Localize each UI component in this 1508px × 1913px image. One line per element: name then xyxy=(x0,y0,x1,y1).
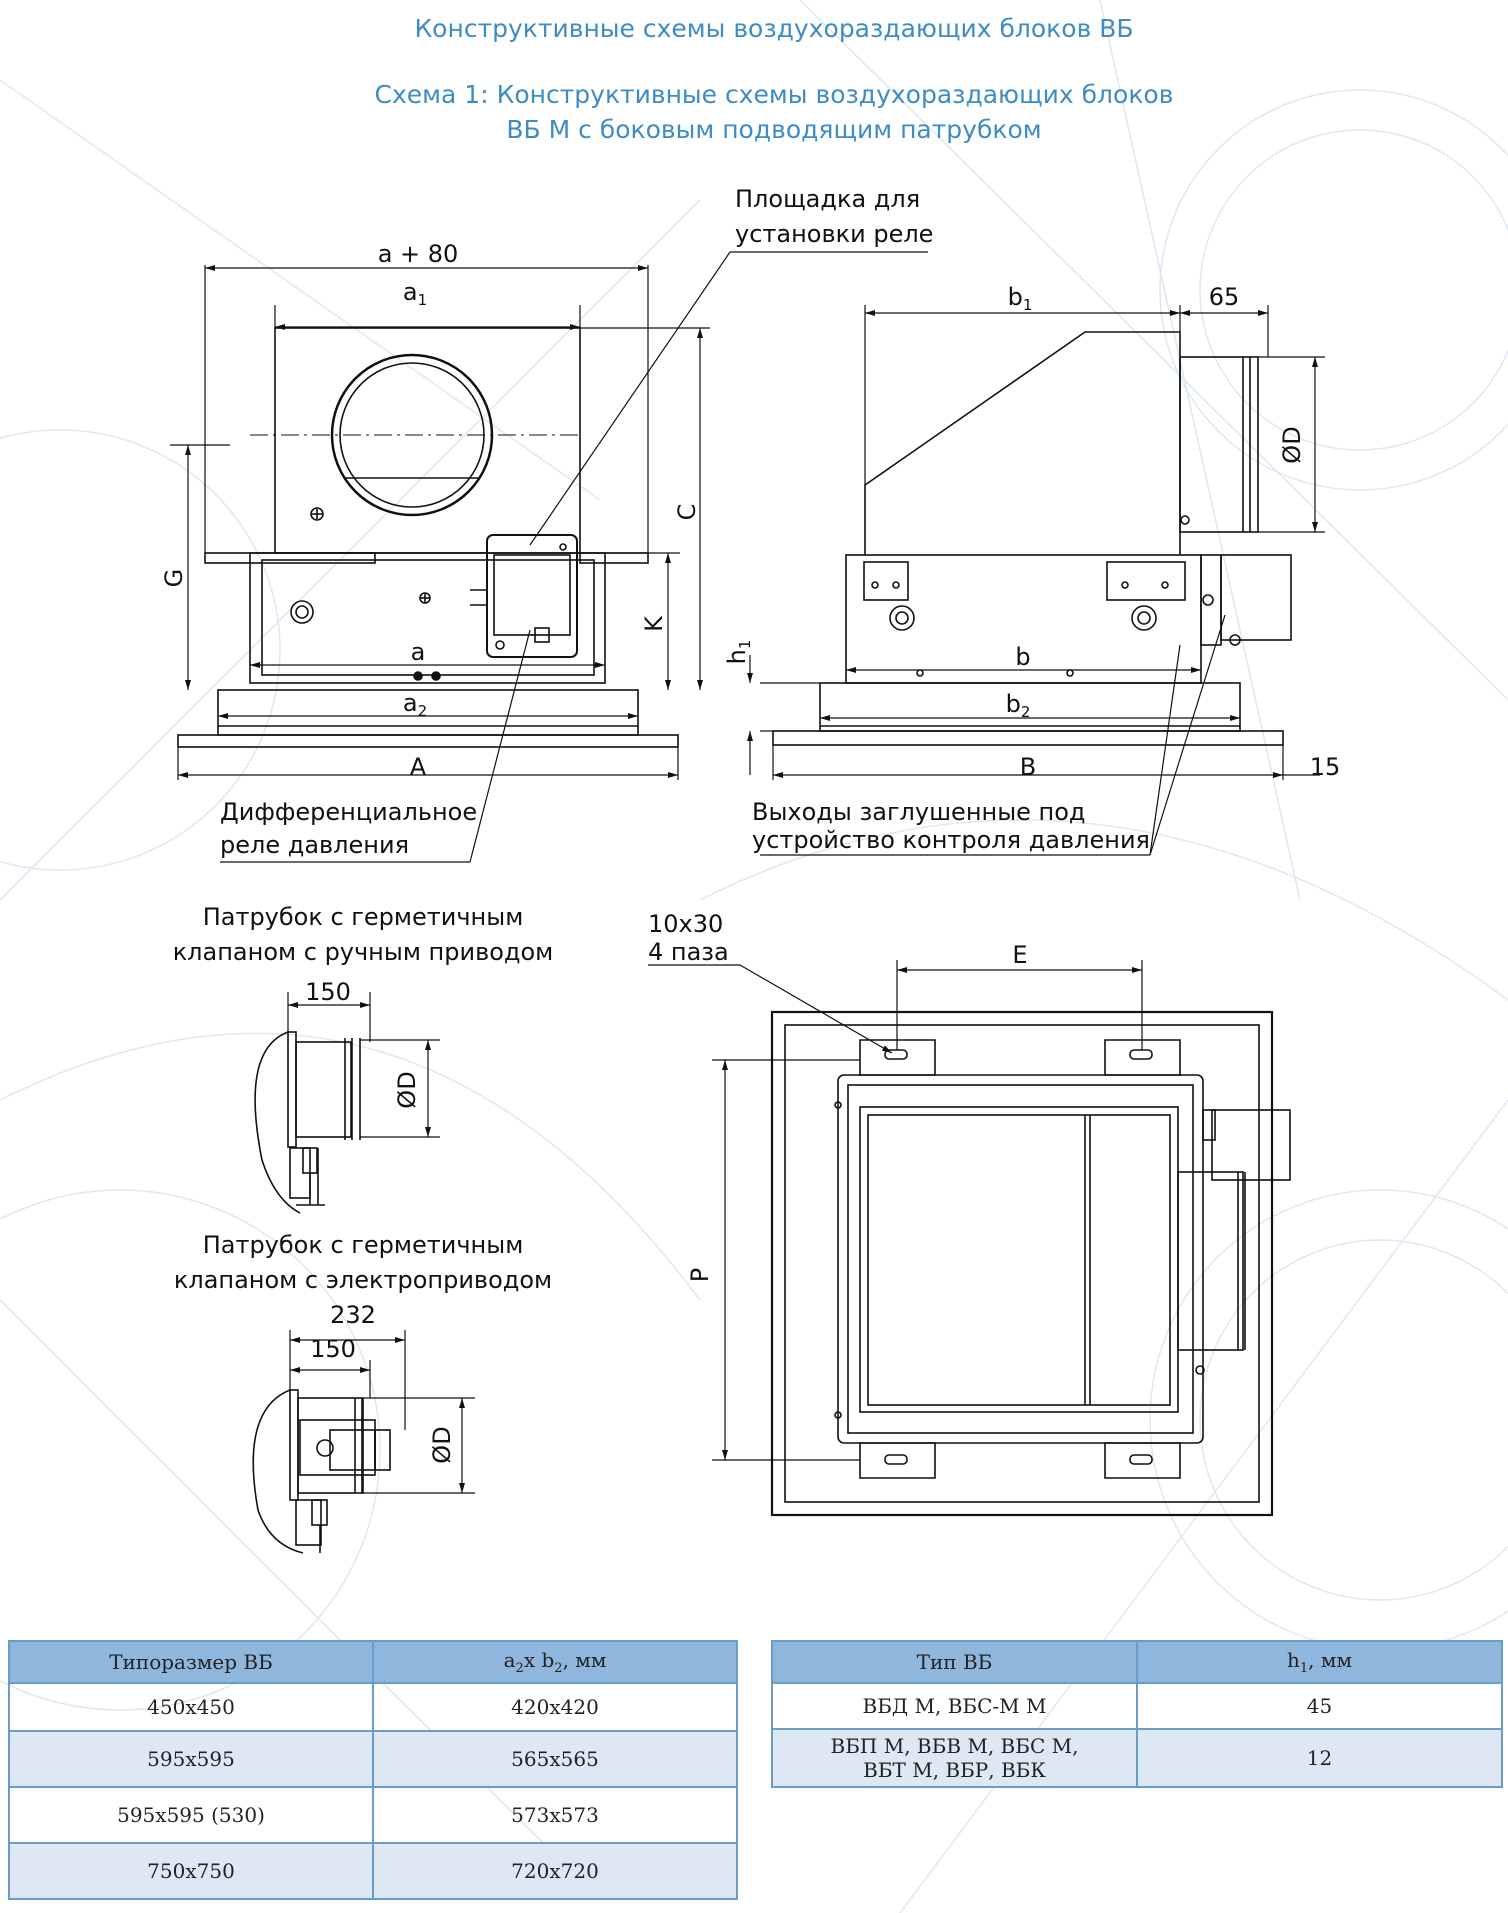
label-outlets-line2: устройство контроля давления xyxy=(752,826,1150,854)
dim-a: a xyxy=(411,638,426,666)
dim-diameter-manual: ØD xyxy=(393,1071,421,1108)
size-table-header-size: Типоразмер ВБ xyxy=(8,1640,374,1684)
dim-a-plus-80: a + 80 xyxy=(378,240,459,268)
dim-K: K xyxy=(640,615,668,632)
dim-150-manual: 150 xyxy=(305,978,351,1006)
size-table-header-a2b2: a2х b2, мм xyxy=(372,1640,738,1684)
manual-valve-dimensions xyxy=(287,992,440,1138)
side-view xyxy=(772,331,1292,746)
dim-65: 65 xyxy=(1209,283,1240,311)
table-cell-h1: 45 xyxy=(1136,1682,1503,1730)
top-dimensions xyxy=(648,960,1143,1461)
front-dimensions xyxy=(170,251,928,863)
table-cell-size: 450х450 xyxy=(8,1682,374,1732)
label-slots-line2: 4 паза xyxy=(648,938,729,966)
type-table-header-h1: h1, мм xyxy=(1136,1640,1503,1684)
label-manual-valve-line2: клапаном с ручным приводом xyxy=(173,938,554,966)
label-electric-valve-line1: Патрубок с герметичным xyxy=(203,1231,524,1259)
top-view xyxy=(770,1010,1291,1517)
label-electric-valve-line2: клапаном с электроприводом xyxy=(174,1266,552,1294)
dim-b: b xyxy=(1015,643,1030,671)
label-manual-valve-line1: Патрубок с герметичным xyxy=(203,903,524,931)
label-outlets-line1: Выходы заглушенные под xyxy=(752,798,1086,826)
table-cell-size: 750х750 xyxy=(8,1842,374,1900)
dim-b1: b1 xyxy=(1008,283,1033,314)
table-cell-type: ВБП М, ВБВ М, ВБС М,ВБТ М, ВБР, ВБК xyxy=(771,1728,1138,1788)
dim-a2: a2 xyxy=(403,689,427,720)
table-cell-a2b2: 420х420 xyxy=(372,1682,738,1732)
table-cell-a2b2: 565х565 xyxy=(372,1730,738,1788)
side-dimensions xyxy=(747,305,1325,856)
dim-C: C xyxy=(673,504,701,521)
table-cell-a2b2: 720х720 xyxy=(372,1842,738,1900)
dim-G: G xyxy=(160,569,188,588)
scheme-subtitle-line1: Схема 1: Конструктивные схемы воздухораз… xyxy=(374,80,1174,109)
dim-E: E xyxy=(1012,941,1027,969)
dim-h1: h1 xyxy=(723,640,754,665)
size-table: Типоразмер ВБ a2х b2, мм 450х450 420х420… xyxy=(8,1640,738,1900)
dim-150-electric: 150 xyxy=(310,1335,356,1363)
dim-diameter-side: ØD xyxy=(1278,426,1306,463)
manual-valve-drawing xyxy=(254,1031,361,1214)
dim-P: P xyxy=(686,1268,714,1282)
electric-valve-drawing xyxy=(252,1389,391,1554)
dim-a1: a1 xyxy=(403,278,427,309)
table-cell-a2b2: 573х573 xyxy=(372,1786,738,1844)
dim-232: 232 xyxy=(330,1301,376,1329)
dim-15: 15 xyxy=(1310,753,1341,781)
dim-B: B xyxy=(1020,753,1036,781)
label-diff-relay-line1: Дифференциальное xyxy=(220,798,477,826)
page-title: Конструктивные схемы воздухораздающих бл… xyxy=(414,14,1134,43)
label-diff-relay-line2: реле давления xyxy=(220,831,409,859)
table-cell-type: ВБД М, ВБС-М М xyxy=(771,1682,1138,1730)
label-slots-line1: 10х30 xyxy=(648,910,723,938)
table-cell-h1: 12 xyxy=(1136,1728,1503,1788)
dim-diameter-electric: ØD xyxy=(428,1426,456,1463)
electric-valve-dimensions xyxy=(289,1330,475,1494)
table-cell-size: 595х595 xyxy=(8,1730,374,1788)
front-view xyxy=(177,327,679,748)
scheme-subtitle-line2: ВБ М с боковым подводящим патрубком xyxy=(506,115,1042,144)
table-cell-size: 595х595 (530) xyxy=(8,1786,374,1844)
dim-A: A xyxy=(410,753,427,781)
dim-b2: b2 xyxy=(1006,690,1031,721)
type-table-header-type: Тип ВБ xyxy=(771,1640,1138,1684)
type-table: Тип ВБ h1, мм ВБД М, ВБС-М М 45 ВБП М, В… xyxy=(771,1640,1503,1788)
label-relay-platform-line1: Площадка для xyxy=(735,185,920,213)
label-relay-platform-line2: установки реле xyxy=(735,220,933,248)
